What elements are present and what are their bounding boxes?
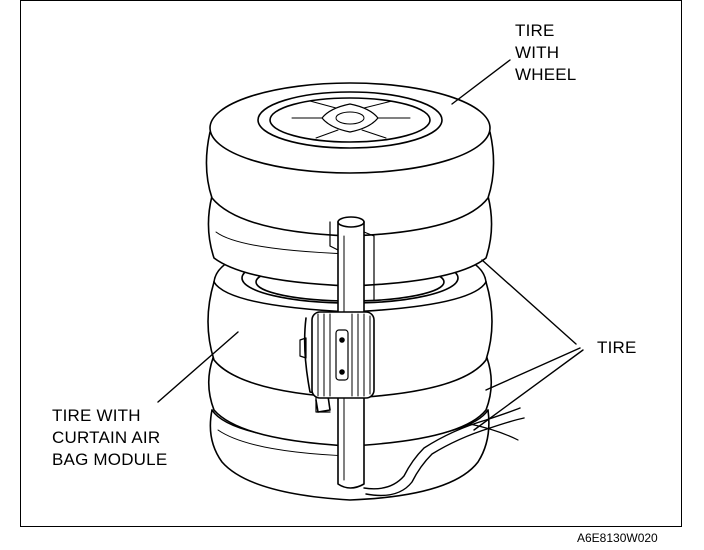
strap-wire: [363, 407, 525, 497]
label-tire: TIRE: [597, 337, 637, 359]
inflator-module: [299, 311, 375, 413]
label-tire-with-wheel: TIRE WITH WHEEL: [515, 20, 576, 86]
top-tire-with-wheel: [205, 82, 495, 237]
figure-code: A6E8130W020: [577, 531, 658, 545]
leader-lines: [157, 59, 584, 431]
label-line: TIRE WITH: [52, 406, 141, 425]
label-line: WITH: [515, 43, 560, 62]
leader-tire-with-wheel: [451, 59, 511, 105]
label-line: TIRE: [597, 338, 637, 357]
label-line: TIRE: [515, 21, 555, 40]
label-line: CURTAIN AIR: [52, 428, 161, 447]
leader-tire-2: [485, 347, 581, 391]
leader-tire-3: [473, 349, 584, 431]
diagram-frame: [20, 0, 682, 527]
label-line: BAG MODULE: [52, 450, 168, 469]
label-line: WHEEL: [515, 65, 577, 84]
label-tire-with-curtain-air-bag-module: TIRE WITH CURTAIN AIR BAG MODULE: [52, 405, 167, 471]
leader-tire-with-curtain-air-bag: [157, 331, 239, 403]
leader-tire-1: [481, 259, 577, 345]
